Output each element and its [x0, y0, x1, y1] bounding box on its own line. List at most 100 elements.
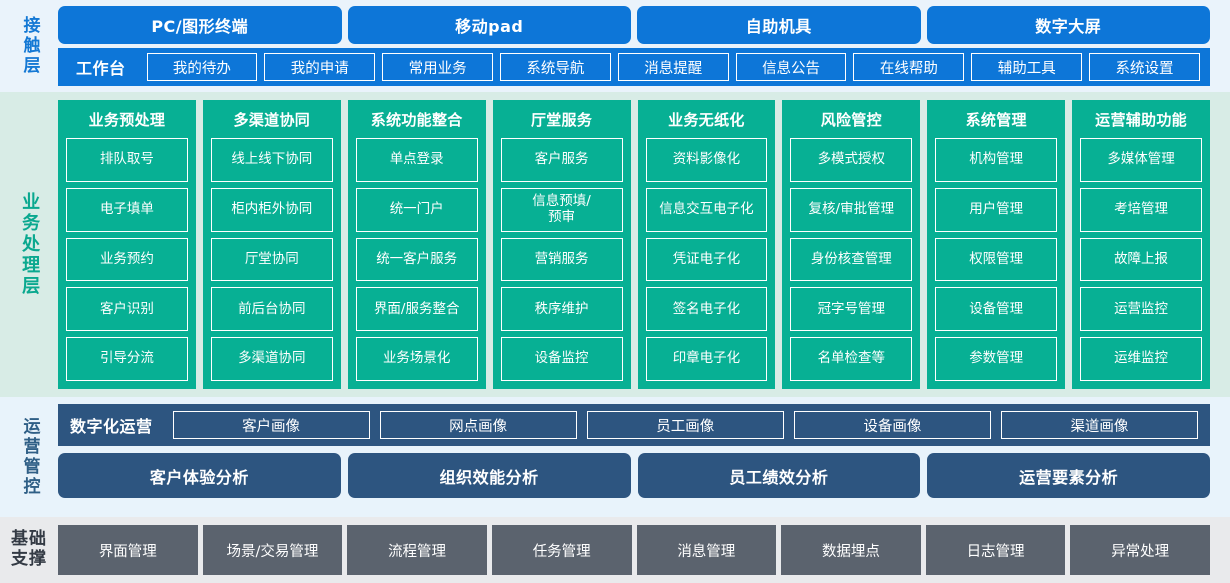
business-item[interactable]: 复核/审批管理: [790, 187, 913, 232]
business-item[interactable]: 线上线下协同: [210, 138, 333, 182]
business-item[interactable]: 权限管理: [935, 237, 1058, 282]
layer-base-label: 基础 支撑: [0, 525, 58, 575]
business-item[interactable]: 冠字号管理: [790, 287, 913, 332]
business-column: 厅堂服务 客户服务 信息预填/ 预审 营销服务 秩序维护 设备监控: [492, 100, 631, 389]
workbench-item[interactable]: 我的申请: [264, 53, 376, 81]
workbench-item[interactable]: 消息提醒: [617, 53, 729, 81]
portrait-item[interactable]: 渠道画像: [1000, 411, 1198, 439]
workbench-item[interactable]: 系统导航: [500, 53, 611, 81]
workbench-item[interactable]: 辅助工具: [971, 53, 1083, 81]
workbench-item[interactable]: 常用业务: [382, 53, 493, 81]
layer-operation-body: 数字化运营 客户画像 网点画像 员工画像 设备画像 渠道画像 客户体验分析 组织…: [58, 404, 1230, 510]
layer-business-body: 业务预处理 排队取号 电子填单 业务预约 客户识别 引导分流 多渠道协同 线上线…: [58, 100, 1230, 389]
business-item[interactable]: 多模式授权: [790, 138, 913, 182]
business-column-title: 厅堂服务: [530, 110, 593, 129]
layer-business-label: 业务处理层: [0, 100, 58, 389]
base-item[interactable]: 日志管理: [925, 525, 1066, 575]
business-column-title: 运营辅助功能: [1095, 110, 1187, 129]
portrait-item[interactable]: 网点画像: [379, 411, 577, 439]
business-item[interactable]: 运维监控: [1080, 337, 1202, 381]
analysis-item[interactable]: 运营要素分析: [927, 453, 1210, 498]
analysis-item[interactable]: 员工绩效分析: [637, 453, 921, 498]
layer-base-body: 界面管理 场景/交易管理 流程管理 任务管理 消息管理 数据埋点 日志管理 异常…: [58, 525, 1230, 575]
base-item[interactable]: 任务管理: [491, 525, 632, 575]
workbench-item[interactable]: 系统设置: [1089, 53, 1200, 81]
terminal-row: PC/图形终端 移动pad 自助机具 数字大屏: [58, 6, 1210, 44]
business-item[interactable]: 业务预约: [66, 237, 188, 282]
analysis-item[interactable]: 客户体验分析: [58, 453, 341, 498]
business-item[interactable]: 用户管理: [935, 187, 1058, 232]
business-item[interactable]: 秩序维护: [500, 287, 623, 332]
layer-base-label-line2: 支撑: [11, 549, 47, 569]
business-item[interactable]: 印章电子化: [645, 337, 768, 381]
business-column-title: 多渠道协同: [233, 110, 311, 129]
portrait-item[interactable]: 员工画像: [586, 411, 784, 439]
terminal-item[interactable]: 移动pad: [347, 6, 631, 44]
business-item[interactable]: 业务场景化: [355, 337, 478, 381]
business-item[interactable]: 身份核查管理: [790, 237, 913, 282]
business-column-title: 系统功能整合: [370, 110, 463, 129]
terminal-item[interactable]: 自助机具: [637, 6, 921, 44]
analysis-item[interactable]: 组织效能分析: [347, 453, 631, 498]
business-item[interactable]: 柜内柜外协同: [210, 187, 333, 232]
business-item[interactable]: 客户识别: [66, 287, 188, 332]
business-item[interactable]: 统一客户服务: [355, 237, 478, 282]
business-column-title: 风险管控: [820, 110, 882, 129]
business-item[interactable]: 名单检查等: [790, 337, 913, 381]
terminal-item[interactable]: PC/图形终端: [58, 6, 342, 44]
business-item[interactable]: 参数管理: [935, 337, 1058, 381]
business-item[interactable]: 电子填单: [66, 187, 188, 232]
base-item[interactable]: 界面管理: [58, 525, 198, 575]
layer-operation-label: 运营管控: [0, 404, 58, 510]
business-item[interactable]: 设备管理: [935, 287, 1058, 332]
business-item[interactable]: 运营监控: [1080, 287, 1202, 332]
business-item[interactable]: 凭证电子化: [645, 237, 768, 282]
business-item[interactable]: 客户服务: [500, 138, 623, 182]
base-item[interactable]: 流程管理: [347, 525, 487, 575]
business-column: 运营辅助功能 多媒体管理 考培管理 故障上报 运营监控 运维监控: [1072, 100, 1210, 389]
business-item[interactable]: 机构管理: [935, 138, 1058, 182]
workbench-item[interactable]: 在线帮助: [853, 53, 965, 81]
business-item[interactable]: 前后台协同: [210, 287, 333, 332]
business-item[interactable]: 设备监控: [500, 337, 623, 381]
base-item[interactable]: 数据埋点: [781, 525, 921, 575]
portrait-item[interactable]: 客户画像: [172, 411, 370, 439]
portrait-title: 数字化运营: [70, 417, 153, 436]
workbench-row: 工作台 我的待办 我的申请 常用业务 系统导航 消息提醒 信息公告 在线帮助 辅…: [58, 48, 1210, 86]
workbench-title: 工作台: [76, 59, 126, 78]
base-item[interactable]: 场景/交易管理: [202, 525, 343, 575]
business-item[interactable]: 信息交互电子化: [645, 187, 768, 232]
business-item[interactable]: 单点登录: [355, 138, 478, 182]
business-item[interactable]: 签名电子化: [645, 287, 768, 332]
workbench-item[interactable]: 信息公告: [735, 53, 847, 81]
business-item[interactable]: 故障上报: [1080, 237, 1202, 282]
layer-contact-label-text: 接触层: [19, 16, 40, 76]
base-item[interactable]: 异常处理: [1070, 525, 1210, 575]
analysis-row: 客户体验分析 组织效能分析 员工绩效分析 运营要素分析: [58, 453, 1210, 498]
business-column: 系统功能整合 单点登录 统一门户 统一客户服务 界面/服务整合 业务场景化: [347, 100, 486, 389]
business-item[interactable]: 考培管理: [1080, 187, 1202, 232]
business-item[interactable]: 多渠道协同: [210, 337, 333, 381]
business-item[interactable]: 营销服务: [500, 237, 623, 282]
workbench-item[interactable]: 我的待办: [146, 53, 258, 81]
business-item[interactable]: 厅堂协同: [210, 237, 333, 282]
business-item[interactable]: 引导分流: [66, 337, 188, 381]
layer-base-label-line1: 基础: [11, 529, 47, 550]
business-item[interactable]: 多媒体管理: [1080, 138, 1202, 182]
business-column: 多渠道协同 线上线下协同 柜内柜外协同 厅堂协同 前后台协同 多渠道协同: [202, 100, 341, 389]
business-column: 系统管理 机构管理 用户管理 权限管理 设备管理 参数管理: [927, 100, 1066, 389]
portrait-item[interactable]: 设备画像: [793, 411, 991, 439]
business-item[interactable]: 资料影像化: [645, 138, 768, 182]
business-item[interactable]: 界面/服务整合: [355, 287, 478, 332]
business-item[interactable]: 排队取号: [66, 138, 188, 182]
business-item[interactable]: 统一门户: [355, 187, 478, 232]
layer-base: 基础 支撑 界面管理 场景/交易管理 流程管理 任务管理 消息管理 数据埋点 日…: [0, 517, 1230, 583]
layer-contact: 接触层 PC/图形终端 移动pad 自助机具 数字大屏 工作台 我的待办 我的申…: [0, 0, 1230, 92]
business-item[interactable]: 信息预填/ 预审: [500, 187, 623, 232]
base-item[interactable]: 消息管理: [636, 525, 777, 575]
layer-business-label-text: 业务处理层: [19, 192, 41, 297]
terminal-item[interactable]: 数字大屏: [926, 6, 1210, 44]
business-column-title: 业务预处理: [88, 110, 166, 129]
layer-operation-label-text: 运营管控: [19, 417, 40, 497]
